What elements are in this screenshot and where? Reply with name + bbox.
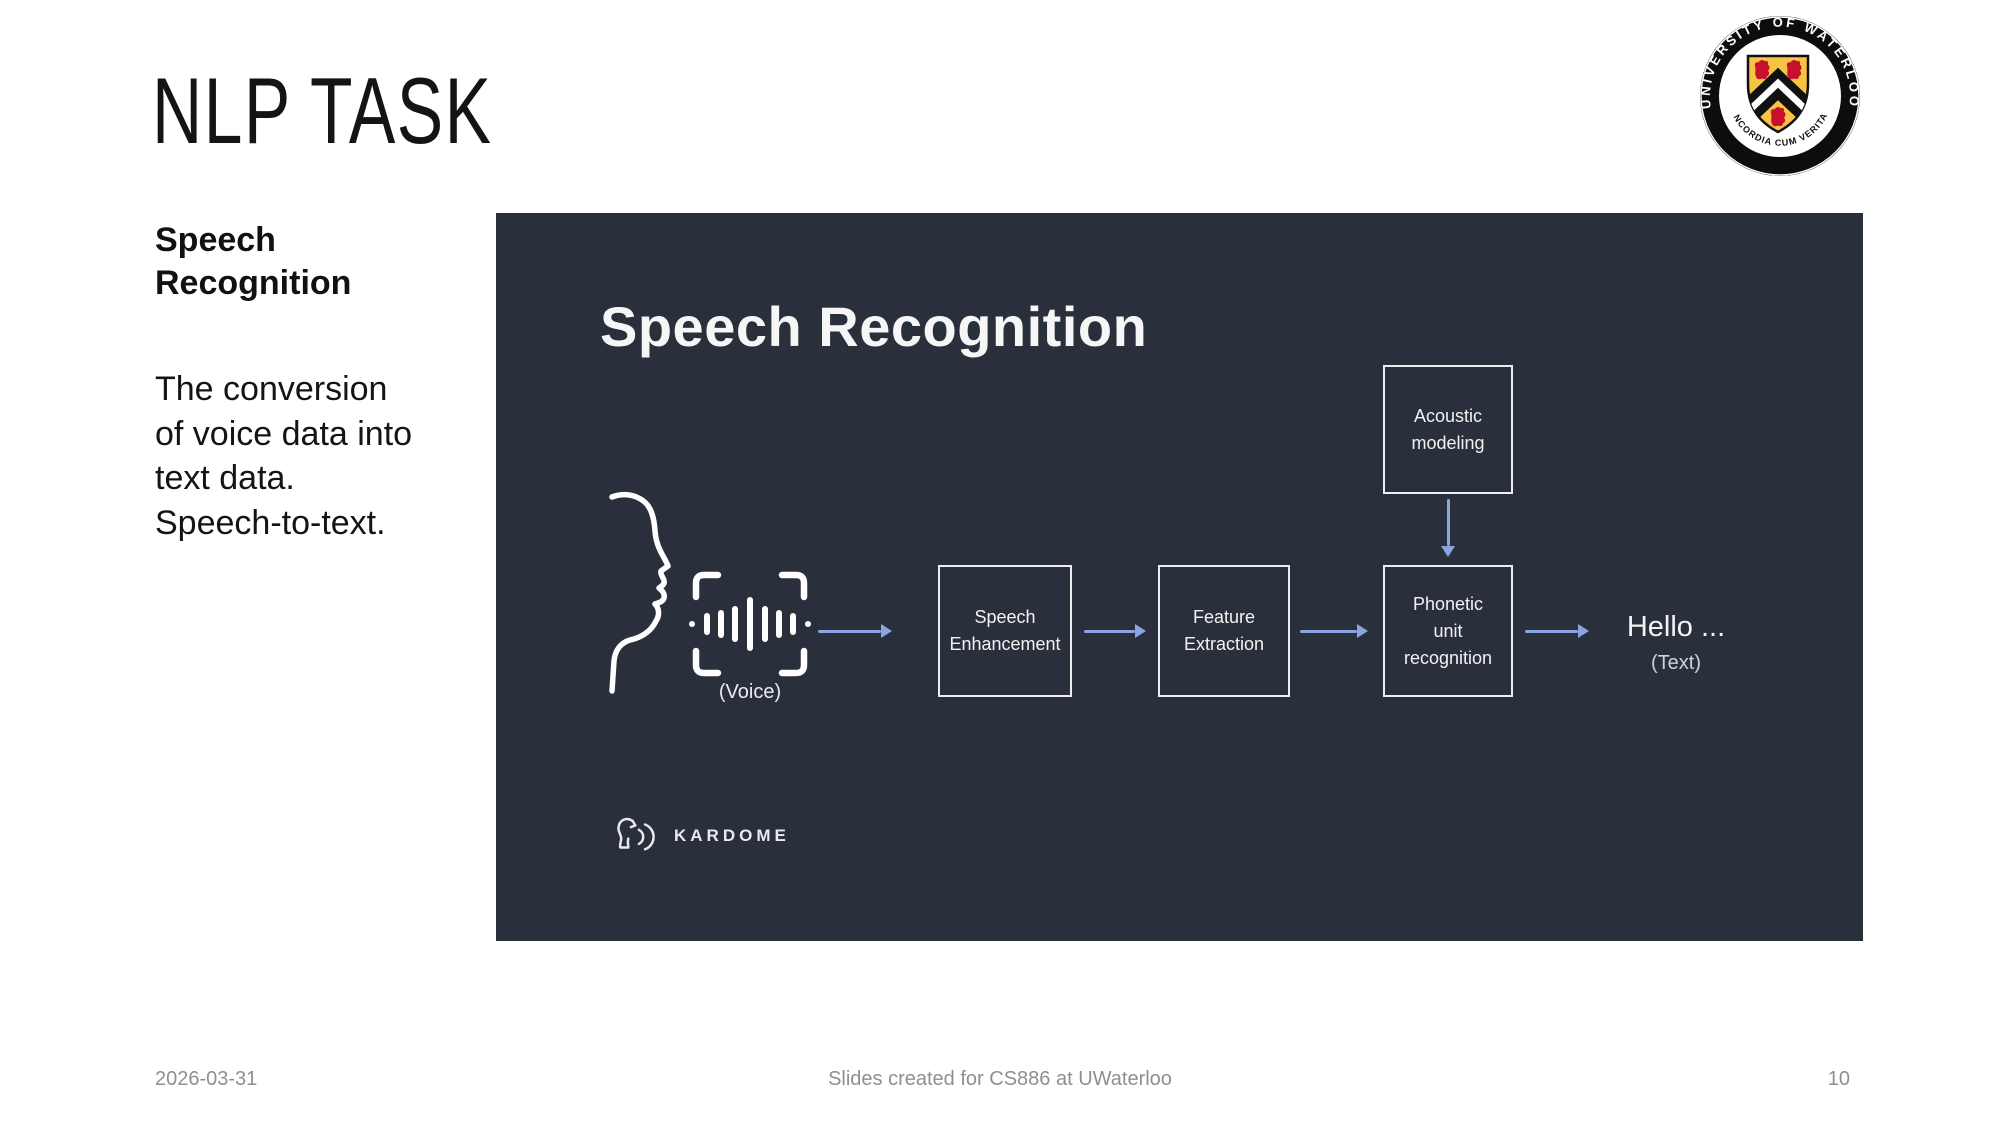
box-speech-enhancement: Speech Enhancement <box>938 565 1072 697</box>
diagram-title: Speech Recognition <box>600 295 1148 358</box>
sidebar-text-block: Speech Recognition The conversion of voi… <box>155 219 413 546</box>
box-feature-extraction: Feature Extraction <box>1158 565 1290 697</box>
footer-page-number: 10 <box>1827 1068 1850 1090</box>
diagram-panel: Speech Recognition (Voice) Speech Enhanc… <box>496 213 1863 941</box>
output-text: Hello ... <box>1626 611 1726 643</box>
face-profile-icon <box>609 491 671 694</box>
kardome-logo: KARDOME <box>615 813 790 859</box>
output-caption: (Text) <box>1651 652 1701 674</box>
kardome-wordmark: KARDOME <box>674 826 790 845</box>
arrow-phonetic-to-output <box>1525 619 1589 643</box>
arrow-acoustic-to-phonetic <box>1436 499 1460 557</box>
uwaterloo-seal-icon: UNIVERSITY OF WATERLOO CONCORDIA CUM VER… <box>1694 6 1860 176</box>
page-title-text: NLP TASK <box>152 58 493 163</box>
footer-center-text: Slides created for CS886 at UWaterloo <box>828 1068 1172 1090</box>
arrow-voice-to-enhancement <box>818 619 892 643</box>
output-block: Hello ... (Text) <box>1601 611 1751 675</box>
voice-waveform-icon <box>689 571 811 677</box>
box-phonetic-unit-recognition: Phonetic unit recognition <box>1383 565 1513 697</box>
box-acoustic-modeling: Acoustic modeling <box>1383 365 1513 494</box>
arrow-enhancement-to-extraction <box>1084 619 1146 643</box>
sidebar-heading: Speech Recognition <box>155 221 352 302</box>
kardome-head-icon <box>617 817 655 851</box>
sidebar-body: The conversion of voice data into text d… <box>155 369 413 543</box>
uwaterloo-seal-logo: UNIVERSITY OF WATERLOO CONCORDIA CUM VER… <box>1694 6 1862 178</box>
page-title: NLP TASK <box>152 64 612 158</box>
arrow-extraction-to-phonetic <box>1300 619 1368 643</box>
voice-caption: (Voice) <box>718 681 782 703</box>
footer-date: 2026-03-31 <box>155 1068 258 1090</box>
